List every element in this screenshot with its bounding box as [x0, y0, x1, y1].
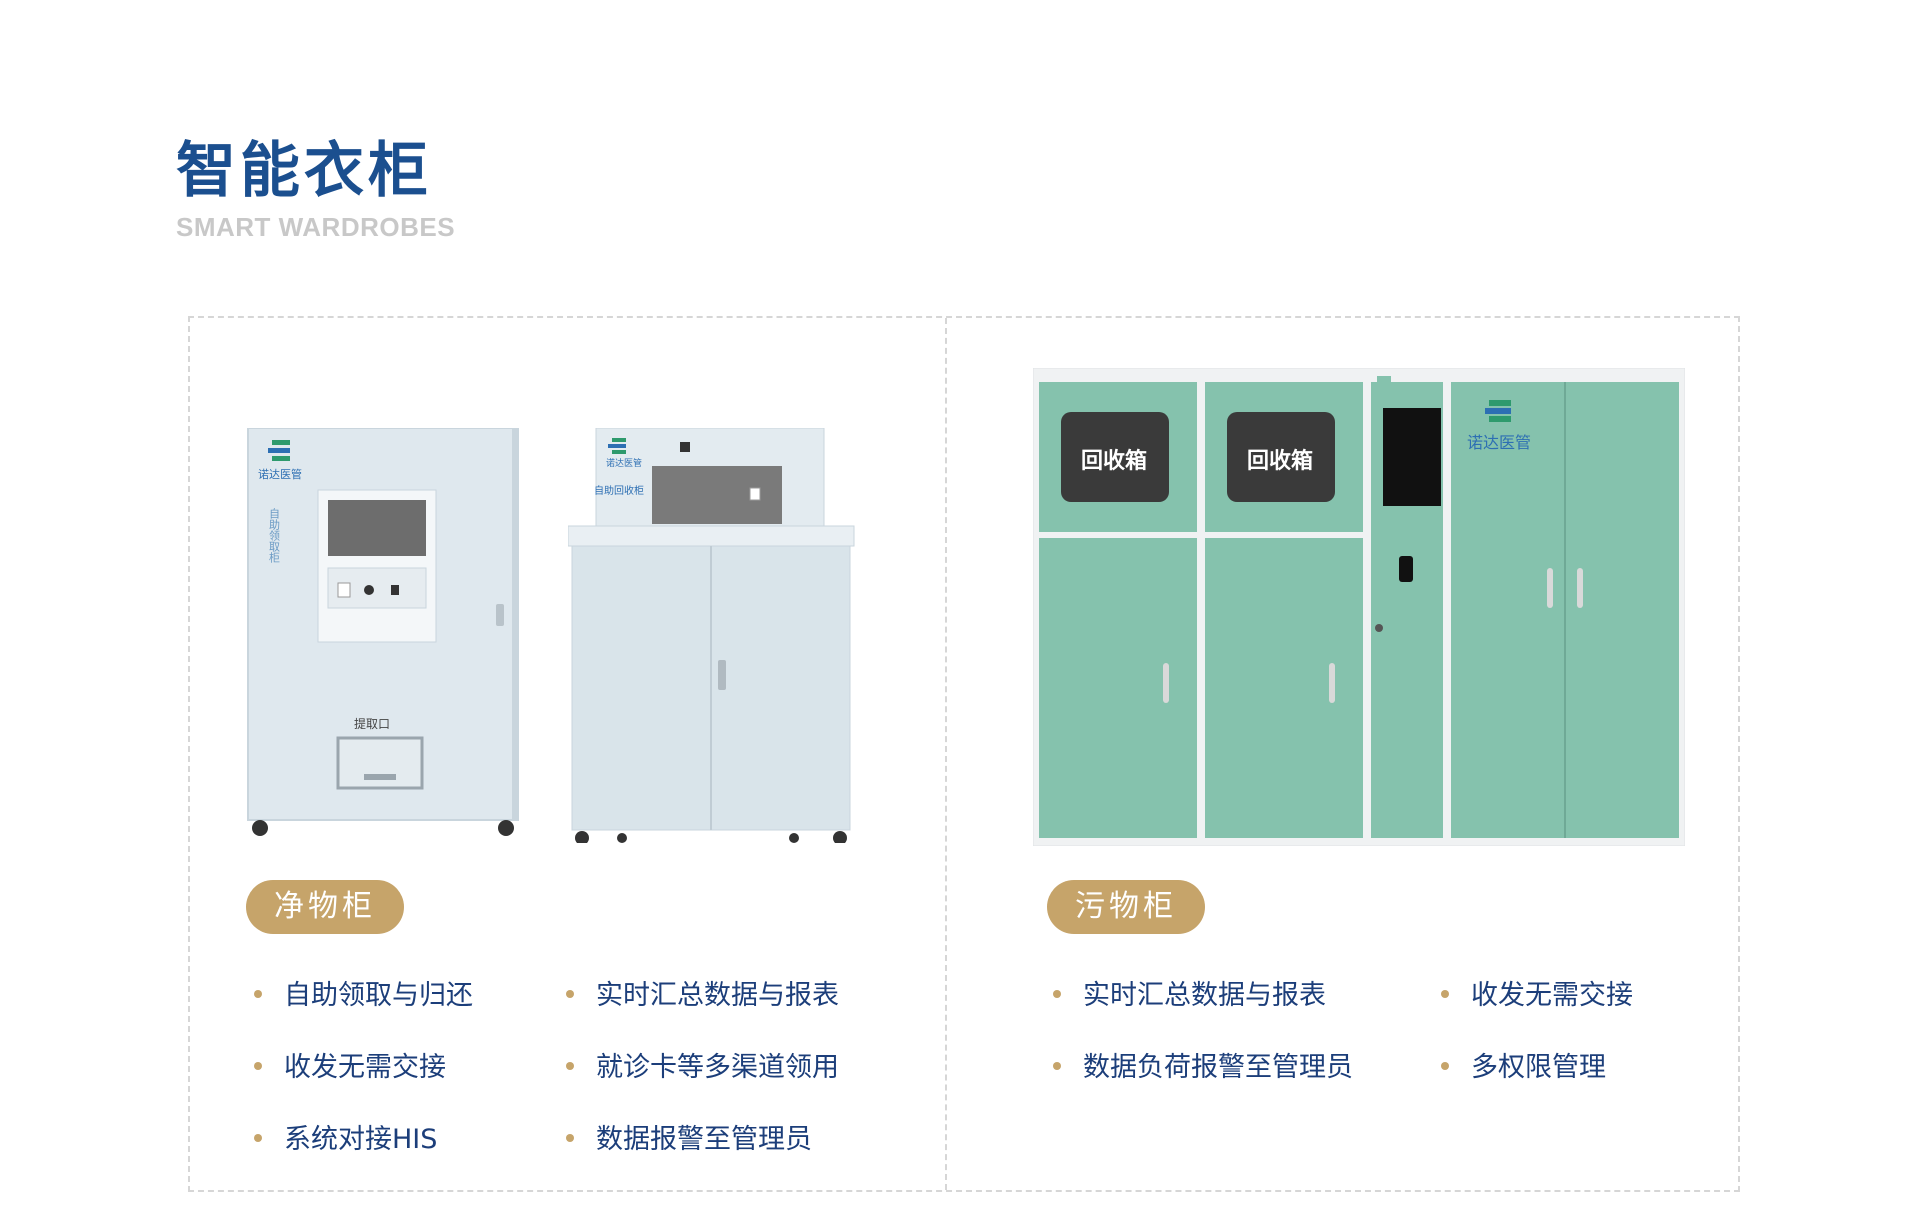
panel-divider	[945, 318, 947, 1190]
unit2-brand-text: 诺达医管	[606, 457, 642, 469]
bullet-icon	[254, 1133, 262, 1142]
feature-item: 多权限管理	[1441, 1050, 1606, 1086]
feature-item: 数据报警至管理员	[566, 1122, 812, 1158]
bullet-icon	[566, 989, 574, 998]
unit1-slot-text: 提取口	[354, 716, 390, 731]
feature-item: 收发无需交接	[254, 1050, 446, 1086]
feature-item: 数据负荷报警至管理员	[1053, 1050, 1353, 1086]
bullet-icon	[254, 989, 262, 998]
section-heading: 智能衣柜 SMART WARDROBES	[176, 136, 455, 243]
brand-logo-icon	[608, 438, 626, 454]
feature-item: 自助领取与归还	[254, 978, 473, 1014]
clean-cabinet-section: 诺达医管 自助领取柜 提取口	[190, 318, 945, 1190]
brand-logo-icon	[268, 440, 290, 461]
dirty-cabinet-section: 回收箱 回收箱 诺达医管 污物柜	[947, 318, 1740, 1190]
feature-item: 系统对接HIS	[254, 1122, 437, 1158]
page-subtitle: SMART WARDROBES	[176, 212, 456, 242]
dirty-linen-cabinet-image: 回收箱 回收箱 诺达医管	[1033, 368, 1685, 846]
product-panel: 诺达医管 自助领取柜 提取口	[188, 316, 1740, 1192]
page-title: 智能衣柜	[176, 136, 432, 206]
brand-logo-icon	[1485, 400, 1511, 422]
dirty-cabinet-label: 污物柜	[1047, 880, 1205, 934]
unit1-brand-text: 诺达医管	[258, 467, 302, 481]
dirty-brand-text: 诺达医管	[1467, 433, 1531, 452]
bullet-icon	[254, 1061, 262, 1070]
feature-item: 收发无需交接	[1441, 978, 1633, 1014]
unit1-vertical-text: 自助领取柜	[268, 508, 281, 564]
bullet-icon	[566, 1061, 574, 1070]
bin2-text: 回收箱	[1247, 448, 1313, 474]
self-return-cabinet-image: 诺达医管 自助回收柜	[568, 428, 855, 843]
bullet-icon	[566, 1133, 574, 1142]
feature-item: 实时汇总数据与报表	[566, 978, 839, 1014]
unit2-label-text: 自助回收柜	[594, 484, 644, 497]
bullet-icon	[1441, 1061, 1449, 1070]
clean-cabinet-label: 净物柜	[246, 880, 404, 934]
bin1-text: 回收箱	[1081, 448, 1147, 474]
feature-item: 实时汇总数据与报表	[1053, 978, 1326, 1014]
bullet-icon	[1053, 989, 1061, 998]
self-pickup-cabinet-image: 诺达医管 自助领取柜 提取口	[247, 428, 519, 836]
bullet-icon	[1441, 989, 1449, 998]
bullet-icon	[1053, 1061, 1061, 1070]
feature-item: 就诊卡等多渠道领用	[566, 1050, 839, 1086]
